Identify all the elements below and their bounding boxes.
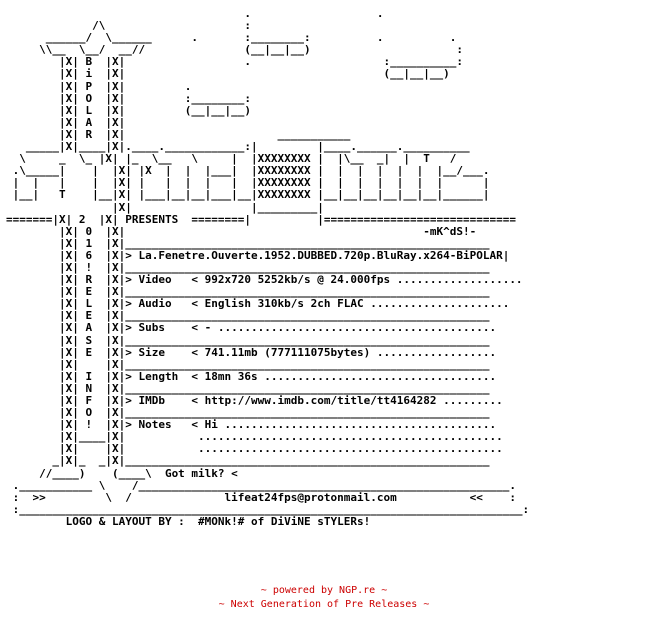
nfo-ascii-art: . . /\ : ______/ \______ . :________: . …: [6, 7, 530, 528]
powered-by-footer: ~ powered by NGP.re ~ ~ Next Generation …: [0, 584, 648, 612]
tagline: ~ Next Generation of Pre Releases ~: [218, 599, 430, 610]
powered-by-line: ~ powered by NGP.re ~: [260, 585, 388, 596]
